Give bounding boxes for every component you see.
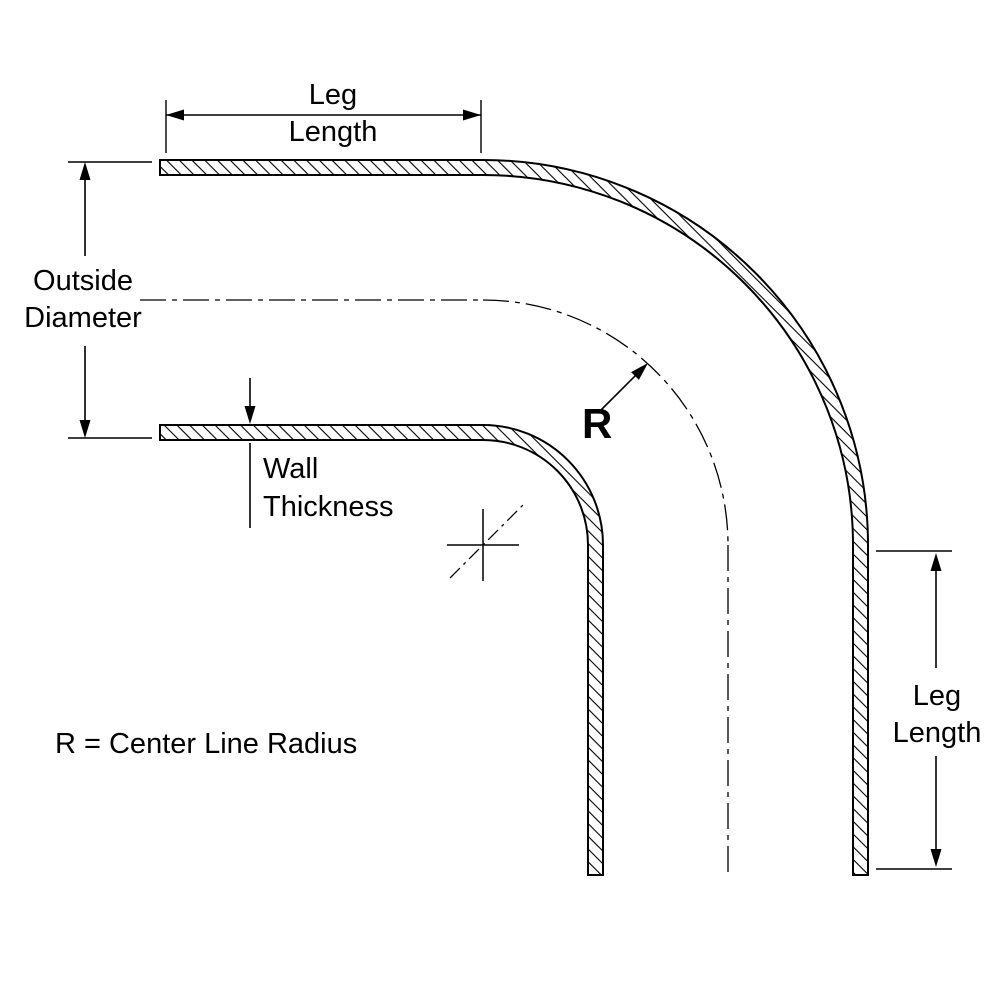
elbow-inner-wall <box>159 424 604 876</box>
dim-right-leg-length: Leg Length <box>876 550 982 870</box>
arrowhead-up <box>79 162 91 180</box>
centerlines <box>140 299 729 878</box>
outside-diameter-label-line2: Diameter <box>24 302 142 334</box>
dim-centerline-radius: R <box>582 363 648 447</box>
top-leg-length-label-line1: Leg <box>309 79 357 111</box>
arrowhead-down <box>930 849 942 867</box>
radius-symbol-label: R <box>582 400 612 447</box>
arrowhead-left <box>166 109 184 121</box>
radius-note-label: R = Center Line Radius <box>55 728 357 760</box>
right-leg-length-label-line1: Leg <box>913 680 961 712</box>
arrowhead-down <box>244 406 256 424</box>
dim-wall-thickness: Wall Thickness <box>244 378 394 528</box>
centerline-arc <box>482 299 729 546</box>
wall-thickness-label-line2: Thickness <box>263 491 394 523</box>
arrowhead-up <box>930 553 942 571</box>
arrowhead-radius <box>631 363 648 380</box>
wall-thickness-label-line1: Wall <box>263 453 318 485</box>
elbow-pipe <box>159 159 869 876</box>
outside-diameter-label-line1: Outside <box>33 265 133 297</box>
top-leg-length-label-line2: Length <box>289 116 378 148</box>
dim-outside-diameter: Outside Diameter <box>24 161 152 439</box>
elbow-outer-wall <box>159 159 869 876</box>
arrowhead-right <box>463 109 481 121</box>
arrowhead-down <box>79 420 91 438</box>
right-leg-length-label-line2: Length <box>893 717 982 749</box>
dim-top-leg-length: Leg Length <box>165 79 482 153</box>
radius-direction-line <box>449 504 524 579</box>
radius-arrow-line <box>598 373 638 413</box>
